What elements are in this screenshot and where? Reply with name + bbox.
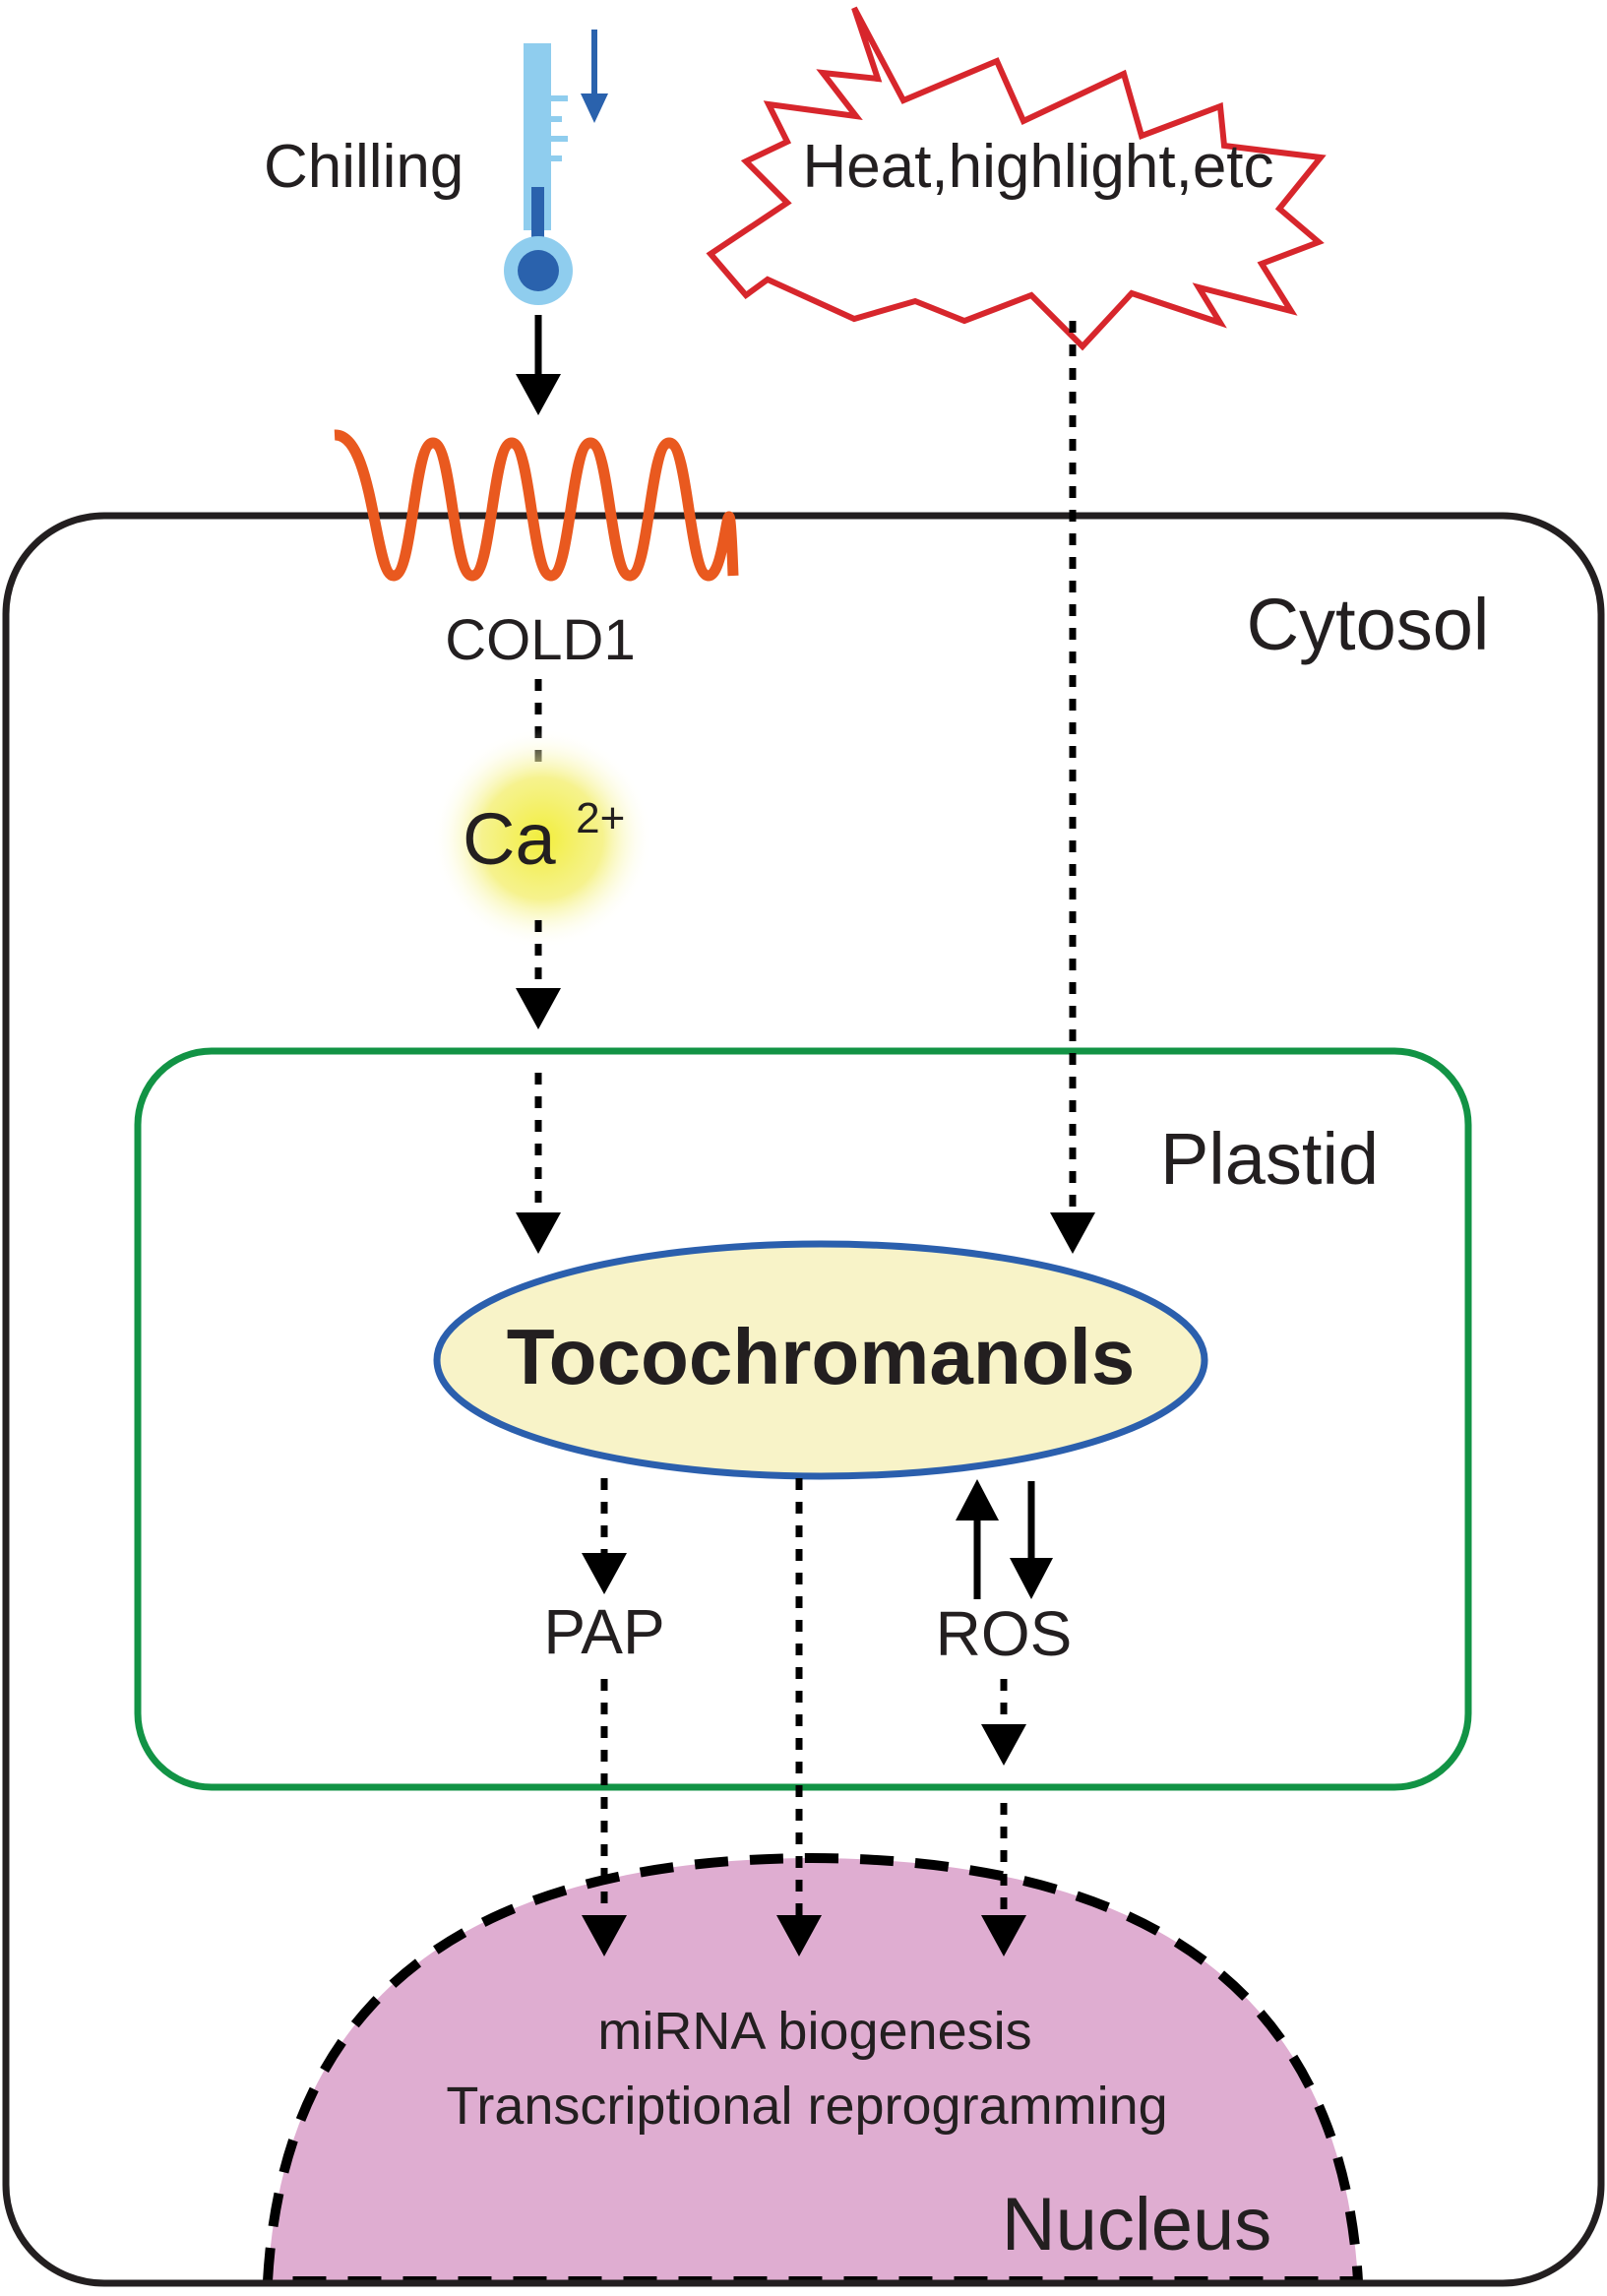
- tocochromanols-label: Tocochromanols: [507, 1313, 1136, 1400]
- chilling-label: Chilling: [264, 133, 464, 201]
- coil-receptor-icon: [334, 429, 739, 582]
- arrowhead-calcium: [516, 988, 561, 1029]
- calcium-label: Ca 2+: [463, 794, 625, 880]
- arrowhead-middle-nucleus: [776, 1915, 822, 1956]
- thermometer-icon: [504, 43, 573, 305]
- nuclear-output-mirna: miRNA biogenesis: [597, 2002, 1031, 2061]
- nucleus-shape: [262, 1852, 1364, 2286]
- plastid-membrane: [134, 1047, 1472, 1791]
- arrowhead-to-tocochromanols: [516, 1212, 561, 1254]
- nucleus-label: Nucleus: [1002, 2183, 1272, 2266]
- cold1-label: COLD1: [445, 608, 635, 672]
- nuclear-output-transcription: Transcriptional reprogramming: [446, 2077, 1167, 2136]
- plastid-label: Plastid: [1160, 1118, 1379, 1200]
- pap-label: PAP: [543, 1596, 664, 1667]
- arrowhead-ros-nucleus: [981, 1915, 1026, 1956]
- heat-label: Heat,highlight,etc: [802, 133, 1273, 201]
- arrowhead-ros-plastid: [981, 1724, 1026, 1766]
- cell-membrane: [2, 512, 1605, 2287]
- arrowhead-heat: [1050, 1212, 1095, 1254]
- cytosol-label: Cytosol: [1247, 584, 1490, 665]
- arrowhead-pap: [582, 1553, 627, 1594]
- ros-label: ROS: [936, 1598, 1073, 1669]
- glow-halo: [432, 728, 652, 949]
- arrowhead-pap-nucleus: [582, 1915, 627, 1956]
- calcium-superscript: 2+: [576, 794, 625, 842]
- down-arrow-icon: [581, 30, 608, 123]
- arrowhead-ros-up: [956, 1479, 999, 1520]
- calcium-base: Ca: [463, 798, 556, 880]
- arrowhead-ros-down: [1010, 1558, 1053, 1599]
- arrowhead-chilling: [516, 374, 561, 415]
- tocochromanols-ellipse: [433, 1240, 1208, 1480]
- starburst-shape: [706, 6, 1327, 351]
